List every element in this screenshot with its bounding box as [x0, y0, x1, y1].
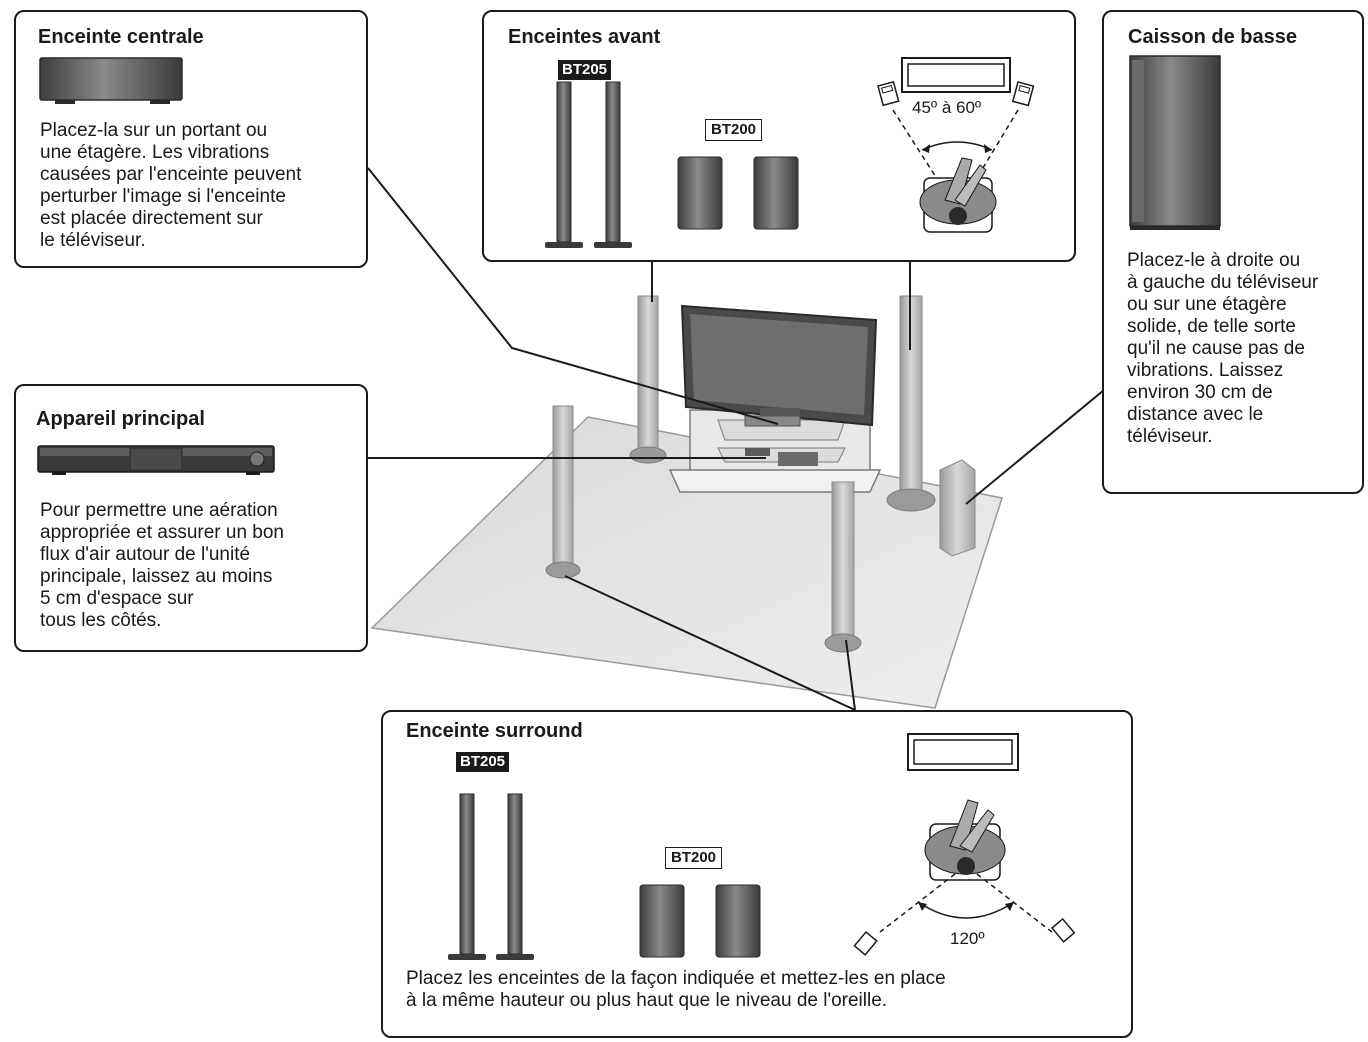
main-unit-title: Appareil principal: [36, 408, 205, 430]
surround-bt200-badge: BT200: [665, 847, 723, 869]
front-speakers-title: Enceintes avant: [508, 26, 661, 48]
scene-front-left-speaker: [629, 295, 667, 464]
center-speaker-panel: [14, 10, 368, 268]
front-angle-label: 45º à 60º: [912, 98, 982, 117]
callout-lines: [367, 167, 1105, 711]
surround-speakers-title: Enceinte surround: [406, 720, 583, 742]
television: [680, 304, 878, 427]
scene-subwoofer: [939, 459, 976, 557]
center-speaker-title: Enceinte centrale: [38, 26, 204, 48]
scene-front-right-speaker: [886, 295, 936, 512]
surround-bt205-badge: BT205: [456, 752, 510, 772]
surround-angle-label: 120º: [950, 929, 985, 948]
subwoofer-title: Caisson de basse: [1128, 26, 1297, 48]
subwoofer-text: Placez-le à droite ou à gauche du télévi…: [1127, 250, 1319, 447]
main-unit-text: Pour permettre une aération appropriée e…: [40, 500, 284, 631]
front-bt200-badge: BT200: [705, 119, 763, 141]
main-unit-panel: [14, 384, 368, 652]
scene-surround-right-speaker: [824, 481, 862, 653]
center-speaker-text: Placez-la sur un portant ou une étagère.…: [40, 120, 302, 251]
scene-surround-left-speaker: [545, 405, 581, 579]
surround-speakers-text: Placez les enceintes de la façon indiqué…: [406, 968, 946, 1011]
front-bt205-badge: BT205: [558, 60, 612, 80]
